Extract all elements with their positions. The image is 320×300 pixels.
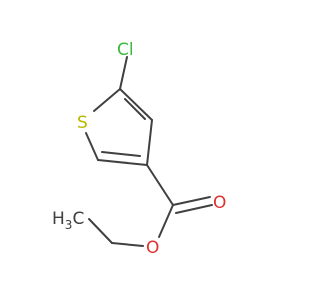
atom-oxygen-carbonyl: O bbox=[213, 193, 226, 213]
atom-methyl: H3C bbox=[52, 209, 84, 232]
bond-c-o-ester bbox=[158, 204, 174, 238]
bond-c2-s bbox=[85, 132, 99, 161]
bond-ch2-ch3 bbox=[88, 218, 113, 244]
bond-c3-c2-double bbox=[101, 151, 141, 157]
bond-s-c5 bbox=[93, 88, 121, 112]
bond-o-ch2 bbox=[111, 242, 144, 247]
molecule-structure: Cl S O O H3C bbox=[52, 40, 226, 258]
atom-sulfur: S bbox=[77, 113, 88, 133]
bond-group bbox=[85, 56, 213, 247]
atom-methyl-subscript: 3 bbox=[65, 218, 73, 232]
bond-c-o-double-b bbox=[175, 204, 213, 214]
bond-c5-c4-double bbox=[124, 98, 146, 120]
atom-methyl-h: H bbox=[52, 209, 65, 229]
bond-c4-c3 bbox=[146, 119, 153, 166]
bond-c3-c2 bbox=[97, 159, 148, 166]
atom-oxygen-ester: O bbox=[146, 238, 159, 258]
atom-chlorine: Cl bbox=[117, 40, 134, 60]
bond-c-o-double-a bbox=[172, 196, 211, 206]
atom-methyl-c: C bbox=[72, 209, 84, 229]
bond-c5-cl bbox=[119, 56, 128, 90]
atom-labels: Cl S O O H3C bbox=[52, 40, 226, 258]
bond-c3-ccarbonyl bbox=[146, 164, 174, 206]
bond-c5-c4 bbox=[119, 88, 153, 121]
